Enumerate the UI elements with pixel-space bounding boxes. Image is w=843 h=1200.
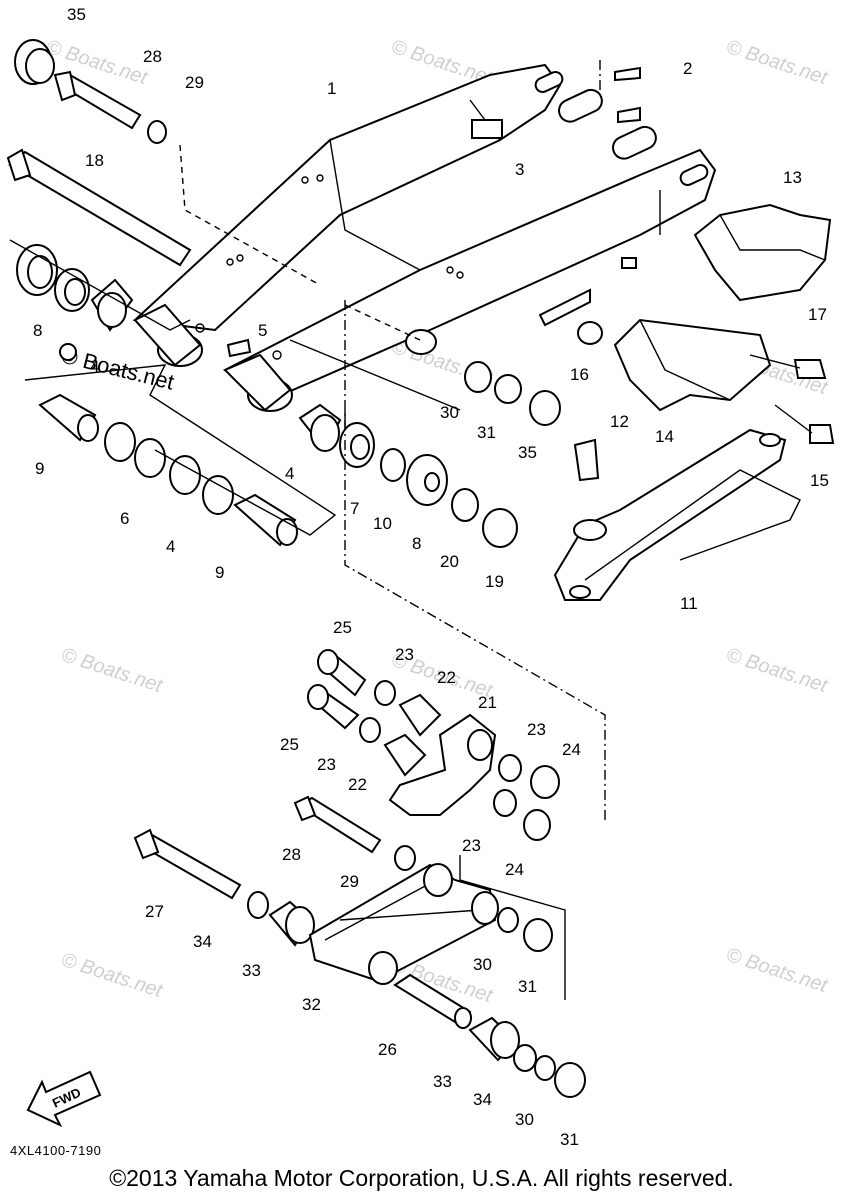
callout-33b: 33 [433, 1072, 452, 1091]
callout-10: 10 [373, 514, 392, 533]
callout-26: 26 [378, 1040, 397, 1059]
relay-arm [553, 428, 801, 601]
callout-30c: 30 [515, 1110, 534, 1129]
callout-20: 20 [440, 552, 459, 571]
callout-22b: 22 [348, 775, 367, 794]
callout-6: 6 [120, 509, 129, 528]
linkage [133, 649, 586, 1098]
callout-1: 1 [327, 79, 336, 98]
callout-32: 32 [302, 995, 321, 1014]
svg-text:© Boats.net: © Boats.net [723, 944, 831, 998]
callout-labels: 35 28 29 18 8 4 9 6 4 9 1 2 3 5 30 31 35… [33, 5, 829, 1149]
callout-27: 27 [145, 902, 164, 921]
watermarks: © Boats.net © Boats.net © Boats.net © Bo… [43, 36, 831, 1008]
callout-25b: 25 [280, 735, 299, 754]
svg-text:© Boats.net: © Boats.net [723, 644, 831, 698]
callout-9: 9 [35, 459, 44, 478]
callout-34b: 34 [473, 1090, 492, 1109]
callout-22: 22 [437, 668, 456, 687]
diagram-code: 4XL4100-7190 [10, 1143, 102, 1158]
callout-4: 4 [90, 357, 99, 376]
callout-23b: 23 [317, 755, 336, 774]
callout-29: 29 [185, 73, 204, 92]
callout-9b: 9 [215, 563, 224, 582]
callout-28b: 28 [282, 845, 301, 864]
callout-24b: 24 [505, 860, 524, 879]
copyright-notice: ©2013 Yamaha Motor Corporation, U.S.A. A… [109, 1165, 734, 1191]
callout-17: 17 [808, 305, 827, 324]
callout-8: 8 [33, 321, 42, 340]
callout-23: 23 [395, 645, 414, 664]
callout-13: 13 [783, 168, 802, 187]
callout-11: 11 [680, 594, 698, 613]
top-hardware [6, 39, 835, 547]
callout-23c: 23 [527, 720, 546, 739]
callout-3: 3 [515, 160, 524, 179]
callout-35: 35 [67, 5, 86, 24]
chain-guides [613, 203, 832, 412]
callout-4c: 4 [285, 464, 294, 483]
callout-8b: 8 [412, 534, 421, 553]
leader-lines [9, 60, 606, 1000]
svg-text:© Boats.net: © Boats.net [58, 949, 166, 1003]
callout-15: 15 [810, 471, 829, 490]
callout-31b: 31 [518, 977, 537, 996]
svg-text:© Boats.net: © Boats.net [58, 644, 166, 698]
callout-2: 2 [683, 59, 692, 78]
callout-18: 18 [85, 151, 104, 170]
callout-31: 31 [477, 423, 496, 442]
svg-text:© Boats.net: © Boats.net [723, 36, 831, 90]
callout-14: 14 [655, 427, 674, 446]
callout-12: 12 [610, 412, 629, 431]
callout-5: 5 [258, 321, 267, 340]
callout-4b: 4 [166, 537, 175, 556]
callout-19: 19 [485, 572, 504, 591]
callout-21: 21 [478, 693, 497, 712]
callout-24: 24 [562, 740, 581, 759]
callout-33: 33 [242, 961, 261, 980]
swingarm [132, 63, 717, 412]
fwd-arrow-icon: FWD [26, 1070, 102, 1128]
callout-16: 16 [570, 365, 589, 384]
callout-7: 7 [350, 499, 359, 518]
callout-23d: 23 [462, 836, 481, 855]
callout-25: 25 [333, 618, 352, 637]
callout-34: 34 [193, 932, 212, 951]
callout-29b: 29 [340, 872, 359, 891]
pivot-stack [298, 403, 518, 548]
callout-30b: 30 [473, 955, 492, 974]
callout-30: 30 [440, 403, 459, 422]
callout-35b: 35 [518, 443, 537, 462]
callout-31c: 31 [560, 1130, 579, 1149]
callout-28: 28 [143, 47, 162, 66]
